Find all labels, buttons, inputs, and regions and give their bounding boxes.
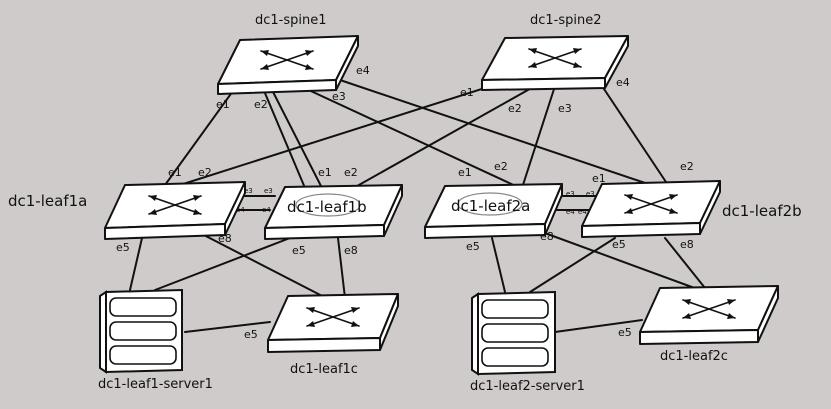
port-label: e1 [318,166,332,179]
port-label: e4 [236,206,245,214]
port-label: e3 [264,187,273,195]
port-label: e3 [566,190,575,198]
port-label: e3 [332,90,346,103]
link-spine2-leaf2b [597,79,671,189]
switch-leaf2c[interactable] [639,285,779,345]
port-label: e3 [244,187,253,195]
port-label: e1 [460,86,474,99]
server-leaf1-server1[interactable] [99,288,183,374]
link-leaf1b-server1 [154,237,291,291]
server-icon [481,299,549,367]
port-label: e4 [566,208,575,216]
label-server2: dc1-leaf2-server1 [470,379,585,394]
link-leaf1a-server1 [129,237,143,291]
port-label: e5 [466,240,480,253]
link-server1-leaf1c [184,321,271,333]
port-label: e8 [344,244,358,257]
label-leaf2b: dc1-leaf2b [722,202,802,220]
label-server1: dc1-leaf1-server1 [98,377,213,392]
label-leaf2a: dc1-leaf2a [451,197,530,215]
link-spine2-leaf2a [521,85,556,189]
port-label: e8 [680,238,694,251]
port-label: e2 [254,98,268,111]
label-leaf1c: dc1-leaf1c [290,362,358,377]
port-label: e4 [262,206,271,214]
label-leaf1b: dc1-leaf1b [287,198,367,216]
port-label: e4 [356,64,370,77]
port-label: e3 [558,102,572,115]
link-leaf2b-leaf2c [664,237,706,289]
port-label: e5 [612,238,626,251]
server-icon [109,297,177,365]
port-label: e5 [244,328,258,341]
link-spine2-leaf1a [179,79,511,186]
link-spine2-leaf1b [349,85,536,191]
switch-leaf2b[interactable] [581,180,721,238]
port-label: e2 [680,160,694,173]
link-spine1-leaf1b-2 [261,85,306,189]
link-spine1-leaf1b [269,85,323,189]
port-label: e5 [292,244,306,257]
port-label: e2 [508,102,522,115]
port-label: e1 [216,98,230,111]
label-halo [457,192,523,216]
server-leaf2-server1[interactable] [471,290,556,376]
port-label: e8 [218,232,232,245]
port-label: e1 [592,172,606,185]
label-halo [295,193,361,217]
port-label: e2 [494,160,508,173]
port-label: e1 [458,166,472,179]
port-label: e2 [198,166,212,179]
port-label: e3 [586,190,595,198]
link-leaf2b-server2 [529,237,616,293]
port-label: e5 [618,326,632,339]
port-label: e1 [168,166,182,179]
link-spine1-leaf2b [339,79,661,189]
switch-leaf2a[interactable] [424,183,563,239]
switch-leaf1a[interactable] [104,181,246,240]
link-leaf2a-leaf2c [541,231,701,291]
link-leaf2a-server2 [491,237,506,293]
link-spine1-leaf1a [164,83,239,186]
switch-spine1[interactable] [217,35,359,95]
port-label: e4 [616,76,630,89]
link-leaf1b-leaf1c [337,237,346,299]
port-label: e5 [116,241,130,254]
switch-leaf1b[interactable] [264,184,403,240]
switch-leaf1c[interactable] [267,293,399,353]
link-spine1-leaf2a [299,85,521,189]
label-spine1: dc1-spine1 [255,13,327,28]
port-label: e4 [578,208,587,216]
link-leaf1a-leaf1c [197,231,331,301]
port-label: e2 [344,166,358,179]
link-server2-leaf2c [554,319,643,333]
port-label: e8 [540,230,554,243]
switch-spine2[interactable] [481,35,629,91]
label-leaf2c: dc1-leaf2c [660,349,728,364]
label-spine2: dc1-spine2 [530,13,602,28]
label-leaf1a: dc1-leaf1a [8,192,87,210]
